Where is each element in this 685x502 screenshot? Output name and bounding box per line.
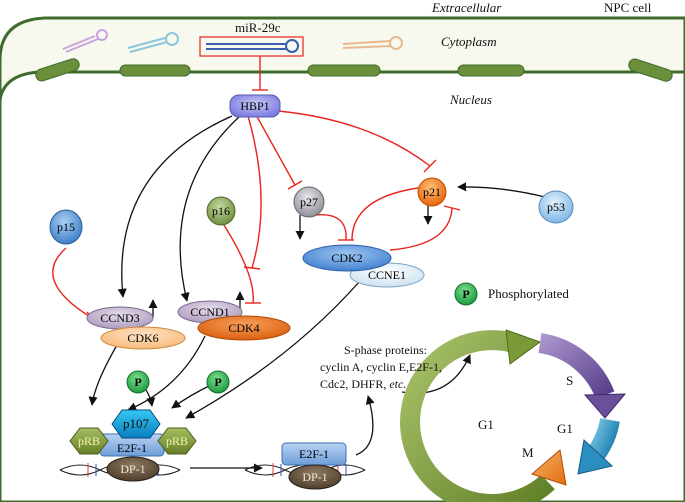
mirna-hairpin-decor xyxy=(62,29,403,53)
s-arc xyxy=(538,333,615,399)
p21-label: p21 xyxy=(423,184,441,199)
phos-right-node xyxy=(206,370,230,394)
g1-left-arc xyxy=(400,330,555,502)
hbp1-label: HBP1 xyxy=(240,98,270,113)
cycle-m: M xyxy=(522,445,534,460)
dp1-ellipse xyxy=(106,456,160,482)
cdk6-node xyxy=(100,326,186,350)
s-head xyxy=(583,393,627,419)
s-phase-text: S-phase proteins: cyclin A, cyclin E,E2F… xyxy=(320,342,442,393)
dp1-free-ellipse xyxy=(288,464,342,490)
prb-right-hex xyxy=(157,427,197,455)
s-phase-line3-text: Cdc2, DHFR, xyxy=(320,377,387,391)
cell-cycle-wheel xyxy=(400,329,627,502)
s-phase-etc: etc. xyxy=(389,377,407,391)
cdk6-label: CDK6 xyxy=(127,330,159,345)
cell-label: NPC cell xyxy=(604,0,652,15)
cdk2-node xyxy=(302,244,392,272)
s-phase-line1: S-phase proteins: xyxy=(344,343,427,357)
cytoplasm-label: Cytoplasm xyxy=(441,34,497,49)
g1-left-head xyxy=(505,329,542,365)
nucleus-label: Nucleus xyxy=(450,92,492,107)
legend-symbol: P xyxy=(462,286,470,301)
nuclear-envelope xyxy=(0,70,685,502)
p107-label: p107 xyxy=(123,416,149,431)
legend-phos-node xyxy=(454,282,478,306)
nuclear-envelope-segments xyxy=(35,58,673,82)
p107-hex xyxy=(111,409,161,439)
mir29c-label: miR-29c xyxy=(235,20,281,35)
ccnd1-label: CCND1 xyxy=(190,304,230,319)
cycle-s: S xyxy=(566,373,574,388)
prb-right-label: pRB xyxy=(165,433,188,448)
cdk4-label: CDK4 xyxy=(228,320,260,335)
prb-left-label: pRB xyxy=(77,433,100,448)
mir29c-hairpin xyxy=(206,43,286,50)
p15-node xyxy=(49,209,83,245)
phos-left-label: P xyxy=(134,374,142,389)
e2f1-free-label: E2F-1 xyxy=(299,446,329,461)
cdk2-label: CDK2 xyxy=(331,250,363,265)
dp1-free-label: DP-1 xyxy=(302,469,328,484)
p53-node xyxy=(538,190,574,224)
mir29c-box xyxy=(199,36,304,57)
prb-left-hex xyxy=(69,427,109,455)
s-phase-line2: cyclin A, cyclin E,E2F-1, xyxy=(320,360,442,374)
phos-right-label: P xyxy=(214,374,222,389)
p16-label: p16 xyxy=(212,203,230,218)
p21-node xyxy=(417,177,447,207)
cdk4-node xyxy=(197,315,291,341)
p53-label: p53 xyxy=(547,199,565,214)
cycle-g1-left: G1 xyxy=(478,417,494,432)
cycle-g1-right: G1 xyxy=(557,421,573,436)
dp1-label: DP-1 xyxy=(120,461,146,476)
ccne1-label: CCNE1 xyxy=(367,267,406,282)
s-phase-line3: Cdc2, DHFR, etc. xyxy=(320,376,442,393)
p27-label: p27 xyxy=(300,194,318,209)
extracellular-label: Extracellular xyxy=(432,0,502,15)
p16-node xyxy=(206,196,236,226)
p15-label: p15 xyxy=(57,219,75,234)
p27-node xyxy=(293,186,325,218)
ccnd3-label: CCND3 xyxy=(100,310,140,325)
legend-label: Phosphorylated xyxy=(488,286,569,301)
phos-left-node xyxy=(126,370,150,394)
e2f1-label: E2F-1 xyxy=(117,440,147,455)
g1-right-head xyxy=(577,439,614,475)
m-head xyxy=(530,449,567,486)
